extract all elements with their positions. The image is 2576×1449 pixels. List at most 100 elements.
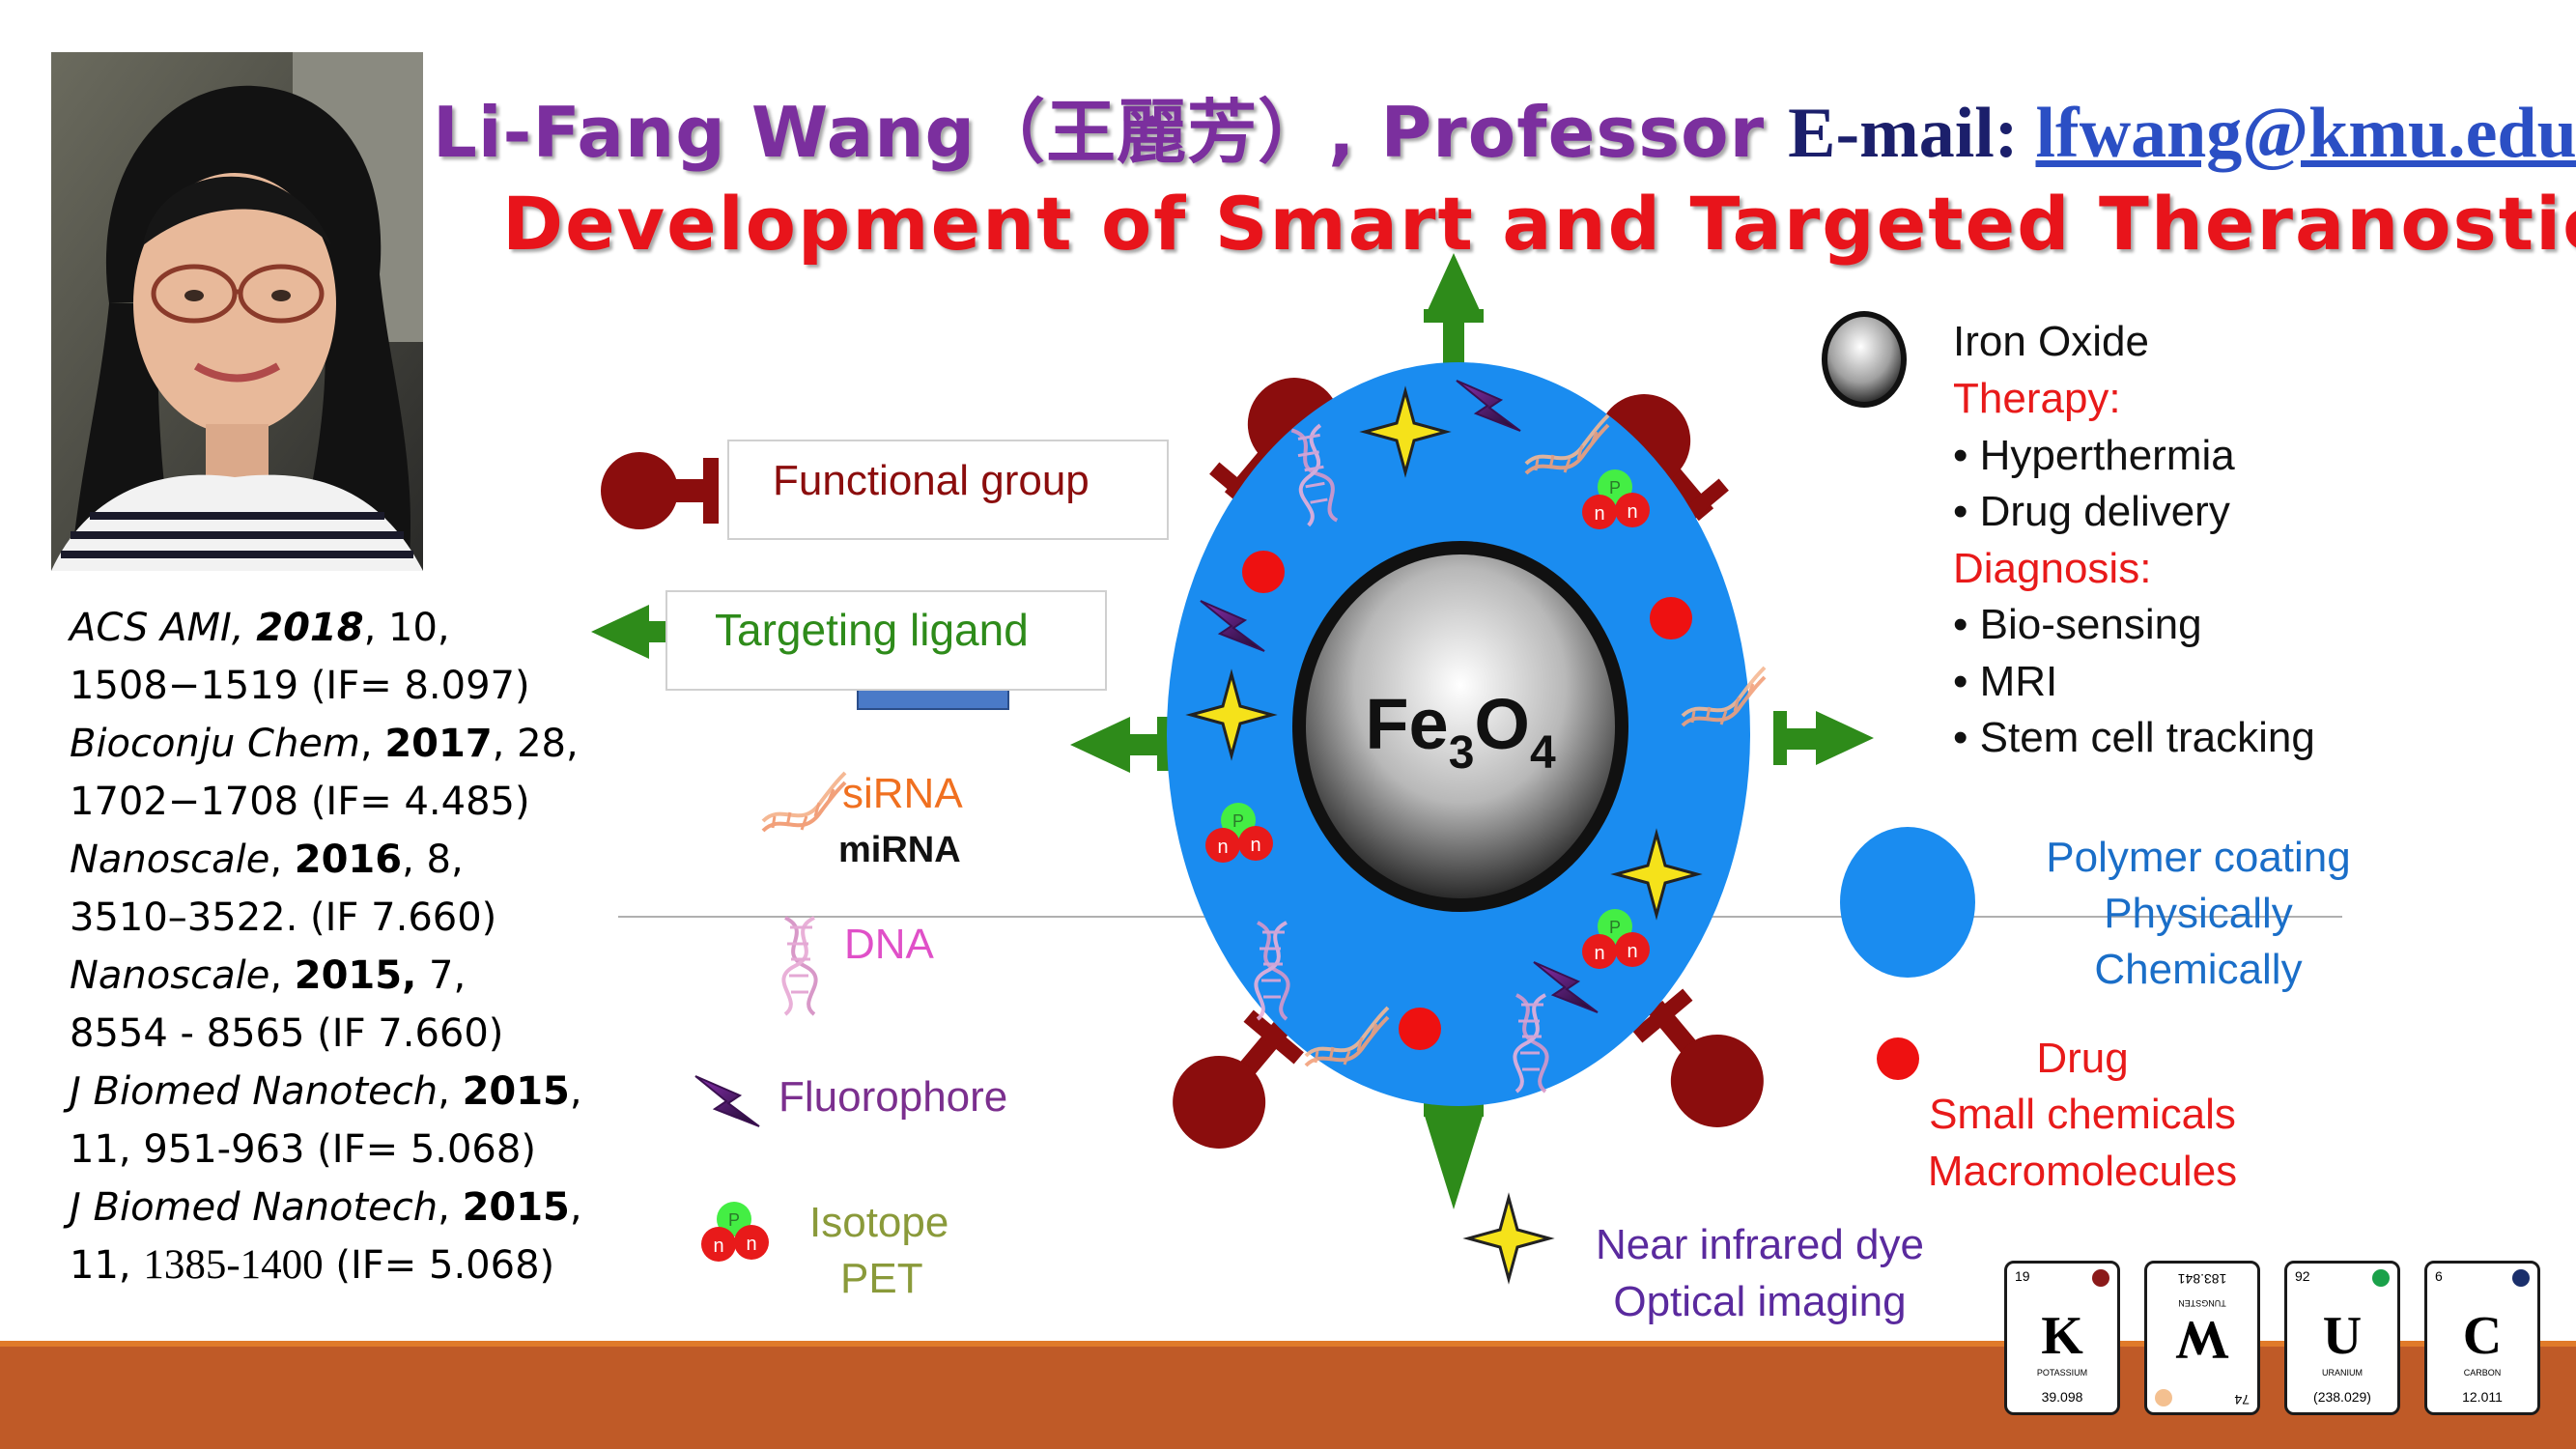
label-pet: PET [840,1255,923,1302]
element-name: CARBON [2463,1368,2502,1378]
element-dot [2155,1389,2172,1406]
legend-fluorophore-icon [694,1075,760,1127]
reference-3-pages: 3510–3522. (IF 7.660) [70,895,497,940]
label-drug-delivery: • Drug delivery [1953,488,2230,535]
ref-if-part: (IF= 5.068) [323,1243,555,1288]
slide-title: Development of Smart and Targeted Theran… [502,181,2576,267]
legend-dna-icon [781,916,818,1016]
label-physically: Physically [2104,890,2293,937]
label-dna: DNA [844,921,935,968]
label-optical-imaging: Optical imaging [1613,1278,1906,1325]
legend-polymer-coating-icon [1840,827,1975,978]
element-name: URANIUM [2322,1368,2363,1378]
element-dot [2512,1269,2530,1287]
payload-drugs [1242,551,1692,1050]
targeting-ligand-box [665,590,1107,691]
label-chemically: Chemically [2094,946,2302,993]
ref-journal: Nanoscale [70,838,270,882]
ref-volume: , 28, [492,722,579,766]
legend-sirna-icon [761,771,847,833]
reference-1: ACS AMI, 2018, 10, [70,599,610,657]
email-link[interactable]: lfwang@kmu.edu.tw [2035,94,2576,173]
ref-year: 2015, [294,953,417,998]
ref-volume-part: 11, [70,1243,144,1288]
reference-2: Bioconju Chem, 2017, 28, [70,722,579,766]
atomic-number: 92 [2295,1268,2310,1284]
label-iron-oxide: Iron Oxide [1953,318,2149,365]
header-line: Li-Fang Wang（王麗芳）, Professor E-mail:lfwan… [433,89,2576,176]
reference-1-pages: 1508−1519 (IF= 8.097) [70,664,530,708]
element-tile-k: 19 K POTASSIUM 39.098 [2004,1261,2120,1415]
reference-6-pages: 11, 1385-1400 (IF= 5.068) [70,1236,610,1294]
label-macromolecules: Macromolecules [1928,1148,2237,1195]
label-polymer-coating: Polymer coating [2046,834,2350,881]
functional-group-box [727,440,1169,540]
ref-year: 2015 [462,1069,570,1114]
ref-journal: Bioconju Chem [70,722,360,766]
ref-year: 2015 [462,1185,570,1230]
legend-iron-oxide-icon [1827,317,1901,402]
element-symbol: K [2041,1306,2083,1366]
targeting-ligand-arrows [1070,253,1874,1209]
fe3o4-core [1306,554,1615,898]
ref-pages-part: 1385-1400 [143,1242,324,1288]
element-mass: 183.841 [2177,1271,2227,1287]
ref-volume: , [569,1069,582,1114]
reference-list: ACS AMI, 2018, 10, 1508−1519 (IF= 8.097)… [70,599,610,1294]
element-mass: 12.011 [2462,1389,2503,1405]
email-label: E-mail: [1788,94,2019,173]
ref-volume: 7, [416,953,467,998]
legend-functional-group-icon [601,452,719,529]
label-mirna: miRNA [838,830,961,870]
element-name: TUNGSTEN [2178,1298,2226,1308]
reference-3: Nanoscale, 2016, 8, [70,838,464,882]
professor-name: Li-Fang Wang（王麗芳）, Professor [433,92,1766,173]
label-hyperthermia: • Hyperthermia [1953,432,2235,479]
reference-6: J Biomed Nanotech, 2015, [70,1185,582,1230]
fe3o4-formula: Fe3O4 [1365,684,1556,779]
element-tile-u: 92 U URANIUM (238.029) [2284,1261,2400,1415]
atomic-number: 6 [2435,1268,2443,1284]
label-therapy: Therapy: [1953,375,2121,422]
element-mass: 39.098 [2041,1389,2083,1405]
element-name: POTASSIUM [2036,1368,2088,1378]
label-fluorophore: Fluorophore [778,1073,1007,1121]
ref-year: 2017 [384,722,493,766]
reference-4: Nanoscale, 2015, 7, [70,953,467,998]
atomic-number: 74 [2234,1392,2250,1407]
legend-isotope-icon [701,1202,769,1262]
label-isotope: Isotope [809,1199,948,1246]
element-dot [2372,1269,2390,1287]
element-symbol: C [2462,1306,2503,1366]
label-stem-cell-tracking: • Stem cell tracking [1953,714,2315,761]
label-sirna: siRNA [842,770,963,817]
element-symbol: W [2175,1310,2229,1370]
label-drug: Drug [2036,1035,2128,1082]
portrait-photo [51,52,423,571]
reference-2-pages: 1702−1708 (IF= 4.485) [70,780,530,824]
label-diagnosis: Diagnosis: [1953,545,2151,592]
ref-journal: J Biomed Nanotech [70,1185,439,1230]
kmuc-element-tiles: 19 K POTASSIUM 39.098 74 W TUNGSTEN 183.… [1999,1261,2540,1425]
element-mass: (238.029) [2313,1389,2371,1405]
label-targeting-ligand: Targeting ligand [715,605,1029,655]
ref-journal: J Biomed Nanotech [70,1069,439,1114]
atomic-number: 19 [2015,1268,2030,1284]
reference-5: J Biomed Nanotech, 2015, [70,1069,582,1114]
element-tile-w: 74 W TUNGSTEN 183.841 [2144,1261,2260,1415]
element-symbol: U [2322,1306,2363,1366]
element-dot [2092,1269,2109,1287]
ref-journal: ACS AMI, [70,606,244,650]
ref-year: 2018 [256,606,364,650]
element-tile-c: 6 C CARBON 12.011 [2424,1261,2540,1415]
ref-volume: , 10, [363,606,450,650]
reference-4-pages: 8554 - 8565 (IF 7.660) [70,1011,504,1056]
functional-group-attachments [1173,378,1764,1149]
ref-year: 2016 [294,838,403,882]
ref-journal: Nanoscale [70,953,270,998]
ref-volume: , 8, [402,838,464,882]
label-small-chemicals: Small chemicals [1929,1091,2236,1138]
label-bio-sensing: • Bio-sensing [1953,601,2202,648]
legend-drug-icon [1877,1037,1919,1080]
label-functional-group: Functional group [773,457,1090,504]
